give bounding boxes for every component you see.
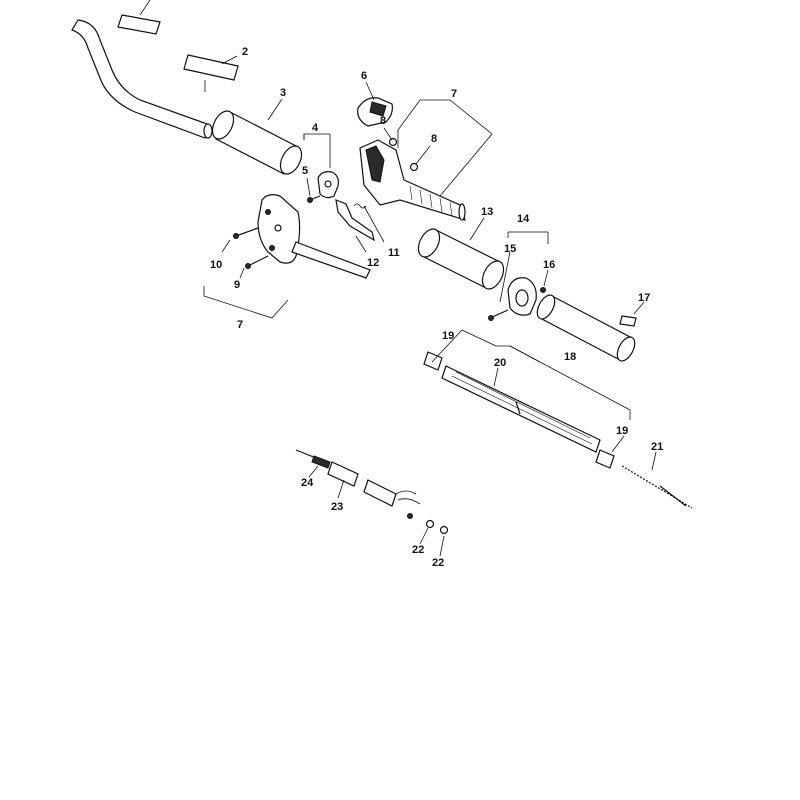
callout-8-a: 8 <box>380 115 386 127</box>
callout-2: 2 <box>242 46 248 58</box>
switch-6 <box>357 97 393 127</box>
grip-sleeve-3 <box>211 110 303 175</box>
nut-8a <box>388 137 398 147</box>
trigger-12 <box>335 199 375 242</box>
callout-10: 10 <box>210 259 222 271</box>
nut-22b <box>439 525 449 535</box>
grip-sleeve-13 <box>417 228 505 290</box>
callout-12: 12 <box>367 257 379 269</box>
nut-22a <box>425 519 435 529</box>
lever-housing-7 <box>257 194 371 279</box>
outer-tube-18 <box>536 294 636 362</box>
callout-6: 6 <box>361 70 367 82</box>
liner-20 <box>441 365 601 453</box>
wire-harness-24 <box>295 449 331 469</box>
callout-7-upper: 7 <box>451 88 457 100</box>
callout-3: 3 <box>280 87 286 99</box>
callout-13: 13 <box>481 206 493 218</box>
callout-17: 17 <box>638 292 650 304</box>
spring-11 <box>353 203 367 209</box>
drive-cable-21 <box>621 465 693 509</box>
shaft-clamp-14 <box>507 277 537 316</box>
decal-17 <box>619 315 637 327</box>
throttle-cable-23 <box>327 461 421 519</box>
throttle-housing-7 <box>359 139 466 221</box>
callout-5: 5 <box>302 165 308 177</box>
nut-16 <box>540 287 546 293</box>
callout-11: 11 <box>388 247 400 259</box>
clamp-4 <box>317 171 339 199</box>
callout-20: 20 <box>494 357 506 369</box>
callout-16: 16 <box>543 259 555 271</box>
callout-4: 4 <box>312 122 319 134</box>
callout-22-a: 22 <box>412 544 424 556</box>
callout-19-b: 19 <box>616 425 628 437</box>
callout-9: 9 <box>234 279 240 291</box>
decal-labels <box>117 14 239 81</box>
callout-22-b: 22 <box>432 557 444 569</box>
leader-lines <box>203 55 657 557</box>
screw-9 <box>245 255 269 269</box>
callout-18: 18 <box>564 351 576 363</box>
screw-10 <box>233 227 259 239</box>
handle-tube <box>71 0 213 139</box>
callout-23: 23 <box>331 501 343 513</box>
callout-7-lower: 7 <box>237 319 243 331</box>
callout-24: 24 <box>301 477 314 489</box>
screw-15 <box>488 309 509 321</box>
callout-19-a: 19 <box>442 330 454 342</box>
callout-14: 14 <box>517 213 530 225</box>
callout-labels: 2 3 4 5 6 7 8 8 9 10 11 12 13 14 15 16 1… <box>210 46 663 569</box>
bushing-19b <box>595 449 615 469</box>
screw-5 <box>307 195 321 203</box>
callout-21: 21 <box>651 441 663 453</box>
callout-15: 15 <box>504 243 516 255</box>
nut-8b <box>409 162 419 172</box>
callout-8-b: 8 <box>431 133 437 145</box>
